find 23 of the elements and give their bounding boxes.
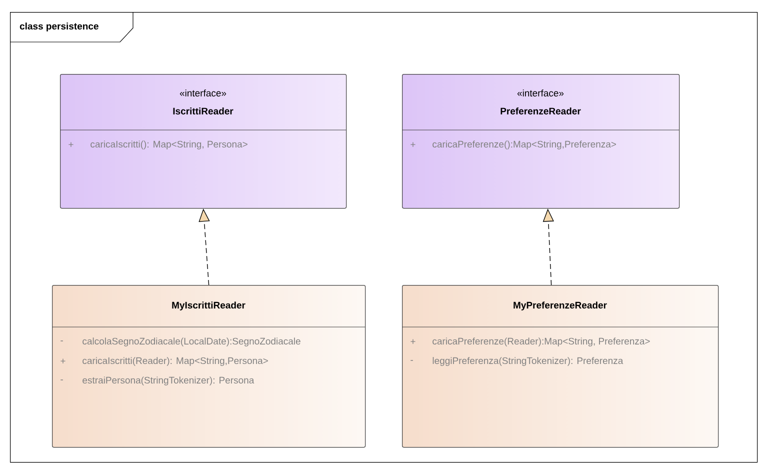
class-name: PreferenzeReader xyxy=(500,108,581,114)
operation-text: caricaIscritti(): Map<String, Persona> xyxy=(90,140,248,150)
class-name: IscrittiReader xyxy=(173,108,234,114)
stereotype-label: «interface» xyxy=(180,90,226,96)
visibility-marker: + xyxy=(68,142,74,147)
visibility-marker: + xyxy=(410,142,416,147)
class-name: MyPreferenzeReader xyxy=(514,302,607,310)
operation-text: leggiPreferenza(StringTokenizer): Preferenza xyxy=(432,357,624,366)
visibility-marker: + xyxy=(410,339,416,344)
stereotype-label: «interface» xyxy=(517,90,564,96)
operation-text: caricaPreferenze():Map<String,Preferenza> xyxy=(432,140,616,150)
operation-text: calcolaSegnoZodiacale(LocalDate):SegnoZodiacale xyxy=(82,338,300,346)
visibility-marker: + xyxy=(60,358,66,364)
visibility-marker: - xyxy=(60,340,63,342)
class-box xyxy=(60,74,347,209)
visibility-marker: - xyxy=(410,360,413,361)
class-name: MyIscrittiReader xyxy=(172,302,246,310)
class-box xyxy=(402,285,719,448)
operation-text: estraiPersona(StringTokenizer): Persona xyxy=(82,376,254,386)
operation-text: caricaIscritti(Reader): Map<String,Persona> xyxy=(82,357,268,366)
class-box xyxy=(402,74,680,209)
operation-text: caricaPreferenze(Reader):Map<String, Preferenza> xyxy=(432,338,650,346)
class-box xyxy=(52,285,366,448)
